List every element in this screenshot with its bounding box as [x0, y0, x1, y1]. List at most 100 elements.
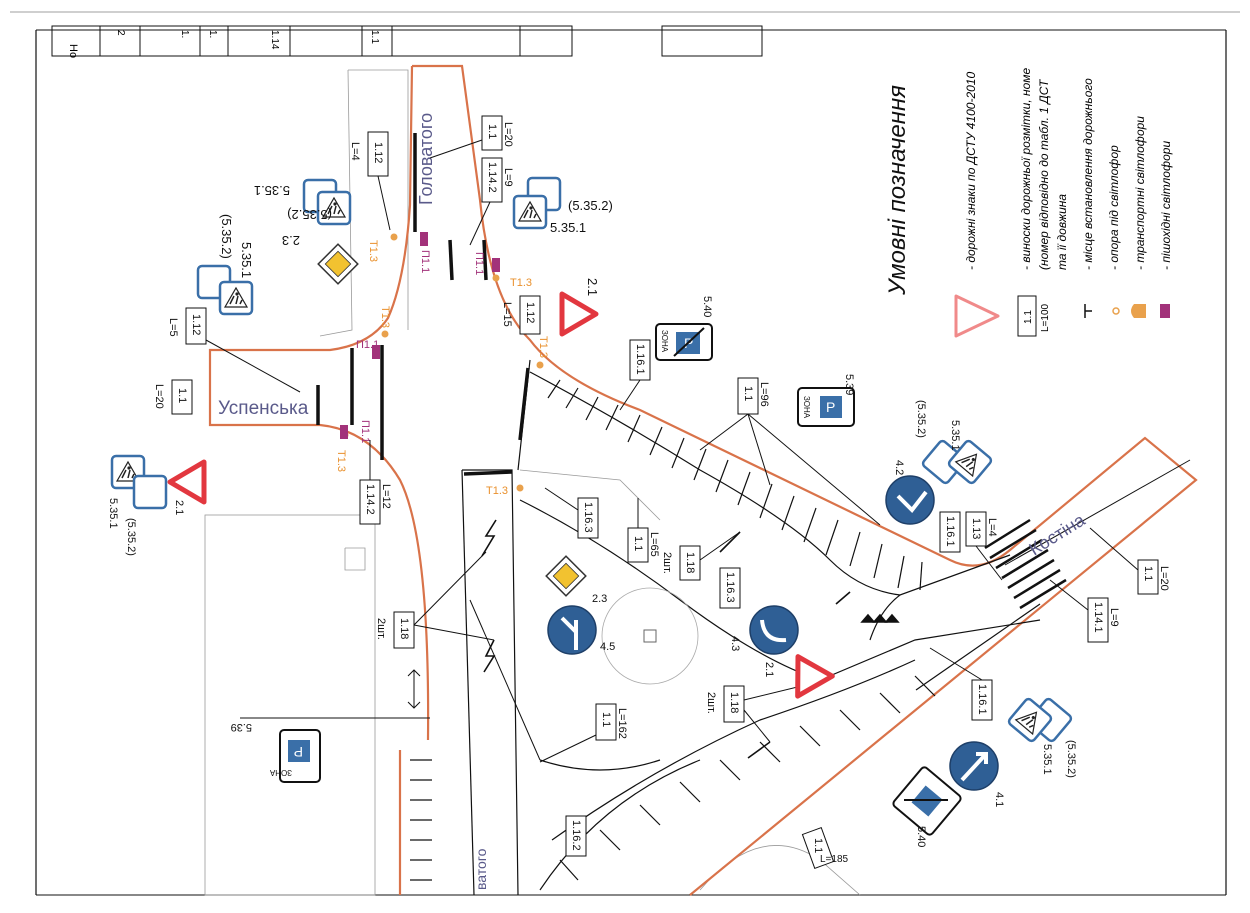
legend-item-0: - дорожні знаки по ДСТУ 4100-2010: [964, 72, 978, 270]
svg-text:L=15: L=15: [501, 302, 513, 327]
road-signs: 5.35.1 (5.35.2) 2.3 (5.35.2) 5.35.1 (5.3…: [107, 176, 1077, 847]
sign-s4: (5.35.2) 5.35.1: [196, 214, 254, 316]
ped-lights: П1.1 П1.1 П1.1 П1.1: [340, 232, 500, 443]
legend-title: Умовні позначення: [884, 85, 911, 296]
svg-text:2шт.: 2шт.: [661, 552, 673, 574]
svg-text:2.1: 2.1: [763, 662, 775, 677]
zebra-kostina: [984, 518, 1067, 610]
svg-text:L=4: L=4: [986, 518, 998, 537]
street-vatogo: ватого: [473, 848, 489, 890]
traffic-light-icon: [1131, 304, 1146, 318]
svg-text:L=5: L=5: [167, 318, 179, 337]
traffic-lights: T1.3 T1.3 T1.3 T1.3 T1.3 T1.3: [335, 233, 549, 497]
sign-s18: 5.40: [892, 766, 962, 847]
light-label-t3: T1.3: [379, 306, 391, 328]
callout-c5: 1.1 L=20: [153, 379, 193, 415]
svg-text:5.35.1: 5.35.1: [107, 498, 119, 529]
roundabout: [601, 587, 699, 685]
callout-c20: 1.18 2шт.: [705, 681, 819, 743]
svg-text:1.12: 1.12: [524, 302, 536, 323]
sign-s3: (5.35.2) 5.35.1: [512, 176, 613, 235]
light-label-t4: T1.3: [537, 336, 549, 358]
callout-c7: 1.16.1: [619, 339, 651, 411]
svg-text:5.40: 5.40: [915, 826, 927, 847]
svg-text:ЗОНА: ЗОНА: [802, 396, 811, 419]
ped-label-p4: П1.1: [359, 420, 371, 443]
svg-text:P: P: [294, 744, 303, 760]
callout-c9: 1.14.2 L=12: [359, 440, 392, 525]
svg-text:2.1: 2.1: [173, 500, 185, 515]
svg-text:2.3: 2.3: [282, 233, 300, 248]
pole-t2: [492, 274, 500, 282]
svg-text:L=20: L=20: [153, 384, 165, 409]
svg-text:1.13: 1.13: [970, 518, 982, 539]
callout-c13: 1.18 2шт.: [375, 551, 495, 649]
ped-light-p4: [340, 425, 348, 439]
sign-s13: 4.5: [547, 605, 615, 655]
turn-right-sign-icon: [749, 605, 799, 655]
svg-text:L=20: L=20: [1158, 566, 1170, 591]
svg-text:5.39: 5.39: [843, 374, 855, 395]
svg-text:1.1: 1.1: [1023, 310, 1034, 324]
svg-text:5.35.1: 5.35.1: [550, 220, 586, 235]
callout-c10: 1.16.3: [544, 487, 599, 539]
svg-text:L=96: L=96: [758, 382, 770, 407]
marking-place-icon: [1084, 304, 1092, 318]
yield-sign-icon: [170, 462, 204, 502]
svg-text:L=185: L=185: [820, 854, 849, 865]
legend-item-2: - місце встановлення дорожнього: [1081, 78, 1095, 270]
pole-icon: [1112, 307, 1120, 315]
stop-lines: [316, 133, 530, 476]
marking-callout-icon: 1.1 L=100: [1017, 295, 1051, 337]
svg-text:4.3: 4.3: [729, 636, 741, 651]
svg-text:1.1: 1.1: [632, 536, 644, 551]
svg-text:1.16.1: 1.16.1: [976, 684, 988, 715]
title-block: Но 2 1. 1. 1.14 1.1: [51, 25, 763, 58]
svg-text:2шт.: 2шт.: [705, 692, 717, 714]
legend: Умовні позначення: [884, 85, 911, 296]
priority-road-sign-icon: [545, 555, 587, 597]
sign-s8: 4.2: [885, 460, 935, 525]
svg-text:L=65: L=65: [648, 532, 660, 557]
callout-c15: 1.16.1: [939, 511, 961, 553]
pole-t6: [516, 484, 524, 492]
svg-text:1.16.2: 1.16.2: [570, 820, 582, 851]
light-label-t5: T1.3: [335, 450, 347, 472]
svg-text:2шт.: 2шт.: [375, 618, 387, 640]
svg-text:1.1: 1.1: [812, 838, 824, 853]
hatch-areas: [410, 379, 936, 881]
ped-light-icon: [1160, 304, 1170, 318]
sign-s11: (5.35.2) 5.35.1: [107, 454, 168, 556]
svg-text:1.14.1: 1.14.1: [1092, 602, 1104, 633]
callout-c12: 1.18 2шт.: [661, 531, 741, 581]
callout-c11: 1.1 L=65: [627, 498, 660, 563]
sign-s7: P ЗОНА 5.39: [797, 374, 855, 427]
svg-text:4.5: 4.5: [600, 641, 615, 653]
legend-item-1b: (номер відповідно до табл. 1 ДСТ: [1037, 78, 1051, 270]
svg-text:4.1: 4.1: [993, 792, 1005, 807]
svg-text:1.18: 1.18: [684, 552, 696, 573]
svg-text:(5.35.2): (5.35.2): [219, 214, 234, 259]
svg-text:5.35.1: 5.35.1: [949, 420, 961, 451]
svg-text:5.39: 5.39: [231, 721, 252, 733]
svg-text:ЗОНА: ЗОНА: [269, 768, 292, 777]
svg-text:(5.35.2): (5.35.2): [1065, 740, 1077, 778]
callout-c14: 1.16.3: [719, 567, 741, 609]
sign-s1: 5.35.1 (5.35.2): [254, 178, 352, 226]
light-label-t1: T1.3: [367, 240, 379, 262]
street-uspenska: Успенська: [218, 398, 309, 419]
triangle-sign-icon: [954, 294, 1000, 338]
road-outlines: [461, 359, 1041, 896]
callout-c17: 1.1 L=20: [1089, 527, 1170, 595]
callout-c8: 1.1 L=96: [699, 377, 881, 526]
marking-callouts: 1.12 L=4 1.1 L=20 1.14.2 L=9 1.12 L=5: [153, 115, 1170, 869]
centre-lines: [469, 459, 1191, 761]
svg-text:5.35.1: 5.35.1: [1041, 744, 1053, 775]
ped-label-p2: П1.1: [473, 252, 485, 275]
svg-text:L=9: L=9: [502, 168, 514, 187]
callout-c16: 1.13 L=4: [965, 511, 1003, 581]
title-cell-5: 1.1: [369, 30, 380, 44]
svg-text:1.1: 1.1: [742, 386, 754, 401]
